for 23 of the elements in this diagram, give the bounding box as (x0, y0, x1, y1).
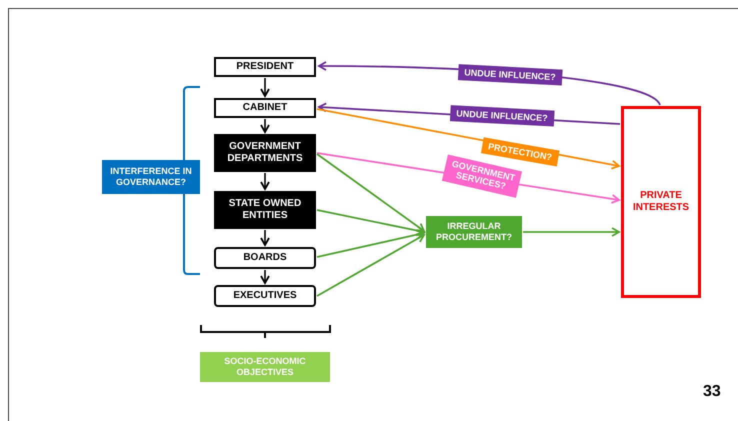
edge-label: UNDUE INFLUENCE? (450, 105, 554, 127)
arrow (260, 173, 270, 190)
process-box: PRESIDENT (214, 57, 316, 77)
arrow (316, 153, 425, 232)
arrow (316, 209, 425, 236)
page-number: 33 (703, 383, 721, 401)
process-box: IRREGULAR PROCUREMENT? (426, 216, 522, 248)
arrow (523, 227, 620, 237)
arrow (260, 119, 270, 133)
process-box: STATE OWNED ENTITIES (214, 191, 316, 229)
objective-box: SOCIO-ECONOMIC OBJECTIVES (200, 352, 330, 382)
callout-box: INTERFERENCE IN GOVERNANCE? (102, 160, 200, 194)
process-box: EXECUTIVES (214, 285, 316, 307)
arrow (260, 78, 270, 97)
process-box: BOARDS (214, 247, 316, 269)
arrow (260, 270, 270, 284)
edge-label: UNDUE INFLUENCE? (458, 64, 562, 86)
arrow (316, 230, 425, 258)
process-box: CABINET (214, 98, 316, 118)
process-box: GOVERNMENT DEPARTMENTS (214, 134, 316, 172)
arrow (260, 230, 270, 246)
arrow (316, 234, 425, 297)
entity-box: PRIVATE INTERESTS (621, 106, 701, 298)
